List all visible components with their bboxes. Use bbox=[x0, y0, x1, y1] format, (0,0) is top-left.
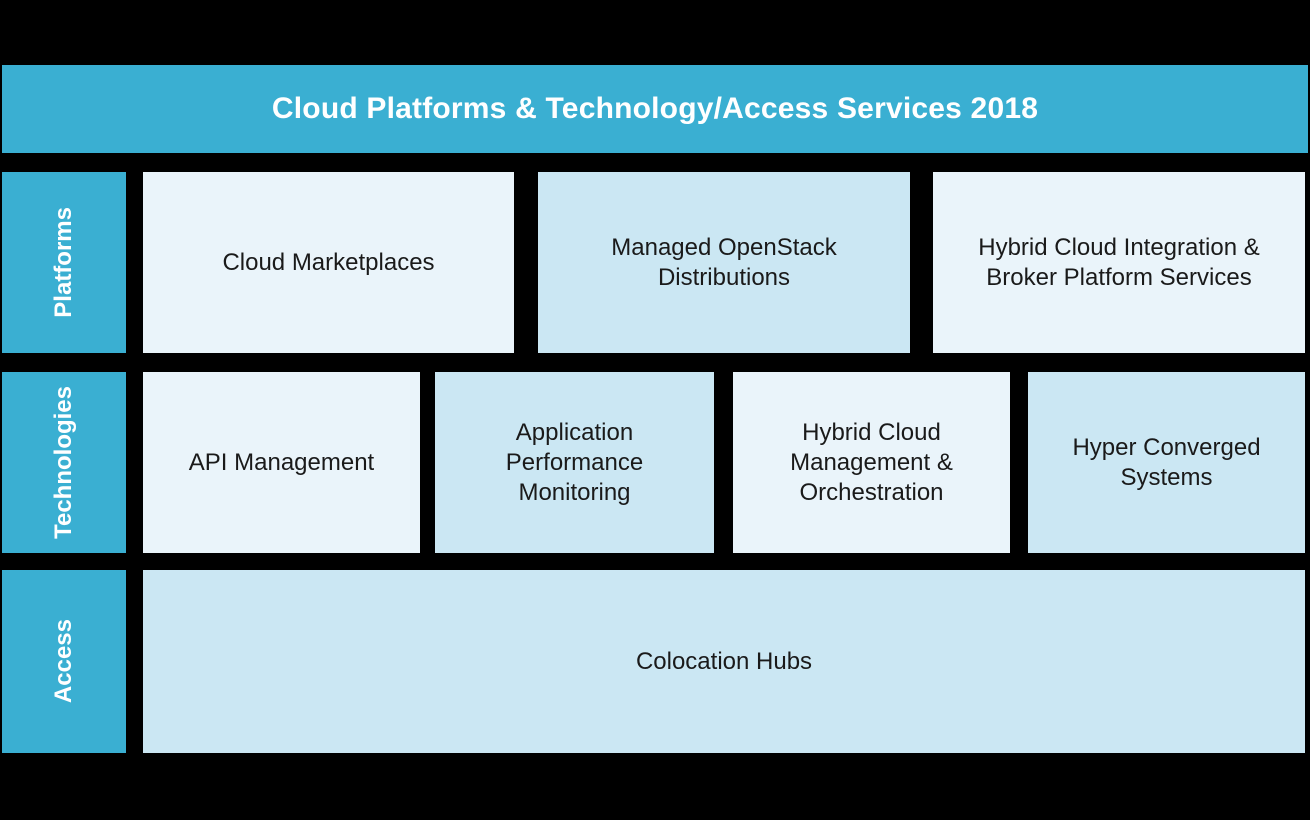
card-cloud-marketplaces: Cloud Marketplaces bbox=[143, 172, 514, 353]
card-colocation-hubs-label: Colocation Hubs bbox=[635, 647, 813, 675]
card-hybrid-cloud-management-orchestration: Hybrid Cloud Management & Orchestration bbox=[733, 372, 1010, 553]
title-banner: Cloud Platforms & Technology/Access Serv… bbox=[2, 65, 1308, 153]
card-application-performance-monitoring-label: Application Performance Monitoring bbox=[505, 418, 644, 506]
card-hybrid-cloud-integration-broker: Hybrid Cloud Integration & Broker Platfo… bbox=[933, 172, 1305, 353]
card-colocation-hubs: Colocation Hubs bbox=[143, 570, 1305, 753]
card-hybrid-cloud-integration-broker-label: Hybrid Cloud Integration & Broker Platfo… bbox=[978, 233, 1260, 291]
card-hybrid-cloud-management-orchestration-label: Hybrid Cloud Management & Orchestration bbox=[790, 418, 953, 506]
row-label-access-text: Access bbox=[50, 619, 77, 704]
row-label-technologies: Technologies bbox=[2, 372, 126, 553]
card-hyper-converged-systems: Hyper Converged Systems bbox=[1028, 372, 1305, 553]
row-platforms: Platforms Cloud Marketplaces Managed Ope… bbox=[0, 172, 1310, 353]
card-hyper-converged-systems-label: Hyper Converged Systems bbox=[1072, 433, 1261, 491]
diagram-title: Cloud Platforms & Technology/Access Serv… bbox=[271, 92, 1039, 125]
row-label-platforms-text: Platforms bbox=[50, 207, 77, 318]
row-access: Access Colocation Hubs bbox=[0, 570, 1310, 753]
row-technologies: Technologies API Management Application … bbox=[0, 372, 1310, 553]
row-label-technologies-text: Technologies bbox=[50, 386, 77, 539]
card-managed-openstack-distributions: Managed OpenStack Distributions bbox=[538, 172, 910, 353]
row-label-access: Access bbox=[2, 570, 126, 753]
card-application-performance-monitoring: Application Performance Monitoring bbox=[435, 372, 714, 553]
card-managed-openstack-distributions-label: Managed OpenStack Distributions bbox=[611, 233, 837, 291]
card-api-management: API Management bbox=[143, 372, 420, 553]
card-cloud-marketplaces-label: Cloud Marketplaces bbox=[222, 248, 435, 276]
row-label-platforms: Platforms bbox=[2, 172, 126, 353]
card-api-management-label: API Management bbox=[188, 448, 375, 476]
